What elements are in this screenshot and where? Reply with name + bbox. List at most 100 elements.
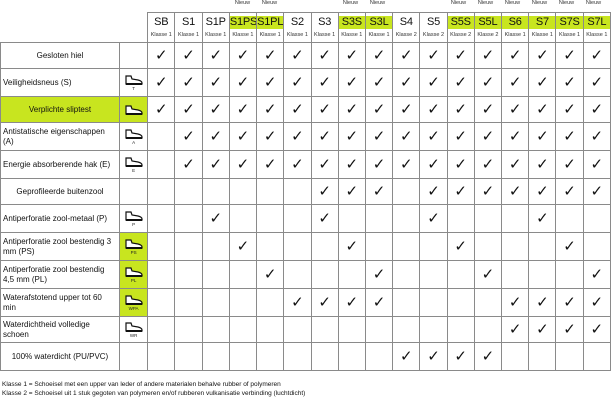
check-mark: ✓ (446, 150, 475, 179)
row-icon-cell (118, 96, 149, 123)
table-row: 100% waterdicht (PU/PVC)✓✓✓✓ (0, 342, 612, 371)
empty-cell (310, 316, 339, 343)
check-mark: ✓ (228, 232, 258, 261)
check-mark: ✓ (310, 288, 339, 317)
table-row: Antiperforatie zool bestendig 3 mm (PS)P… (0, 232, 612, 261)
check-mark: ✓ (337, 122, 366, 151)
empty-cell (528, 260, 557, 289)
klasse-label: Klasse 1 (586, 32, 608, 38)
check-mark: ✓ (174, 122, 203, 151)
check-mark: ✓ (419, 204, 448, 233)
check-mark: ✓ (501, 42, 530, 69)
check-mark: ✓ (310, 68, 339, 97)
check-mark: ✓ (501, 96, 530, 123)
check-mark: ✓ (201, 150, 230, 179)
waterproof-shoe-icon (124, 322, 143, 332)
empty-cell (337, 342, 366, 371)
standard-name: S3L (366, 16, 392, 29)
perforation-pl-shoe-icon (124, 267, 143, 277)
standard-name: S7S (556, 16, 583, 29)
check-mark: ✓ (419, 150, 448, 179)
empty-cell (446, 260, 475, 289)
standard-name: S2 (290, 16, 304, 28)
row-label: Antiperforatie zool-metaal (P) (0, 204, 120, 233)
check-mark: ✓ (419, 178, 448, 205)
standard-name: S6 (502, 16, 528, 29)
empty-cell (419, 316, 448, 343)
empty-cell (555, 204, 584, 233)
table-row: Gesloten hiel✓✓✓✓✓✓✓✓✓✓✓✓✓✓✓✓✓ (0, 42, 612, 69)
empty-cell (256, 288, 285, 317)
klasse-label: Klasse 1 (150, 32, 172, 38)
check-mark: ✓ (392, 96, 421, 123)
empty-cell (446, 316, 475, 343)
new-label: Nieuw (342, 0, 359, 6)
standard-name: S3S (339, 16, 365, 29)
empty-cell (283, 178, 312, 205)
row-label: Verplichte sliptest (0, 96, 120, 123)
row-label: Gesloten hiel (0, 42, 120, 69)
footnote-klasse-2: Klasse 2 = Schoeisel uit 1 stuk gegoten … (2, 390, 306, 397)
check-mark: ✓ (283, 42, 312, 69)
standard-name: S1P (205, 16, 226, 28)
klasse-label: Klasse 1 (259, 32, 281, 38)
perforation-metal-shoe-icon (124, 211, 143, 221)
check-mark: ✓ (473, 342, 503, 371)
check-mark: ✓ (310, 178, 339, 205)
check-mark: ✓ (392, 42, 421, 69)
check-mark: ✓ (582, 68, 612, 97)
check-mark: ✓ (501, 68, 530, 97)
empty-cell (201, 316, 230, 343)
empty-cell (174, 288, 203, 317)
empty-cell (392, 204, 421, 233)
empty-cell (147, 204, 176, 233)
check-mark: ✓ (364, 68, 394, 97)
table-row: Geprofileerde buitenzool✓✓✓✓✓✓✓✓✓✓ (0, 178, 612, 205)
check-mark: ✓ (201, 96, 230, 123)
klasse-label: Klasse 1 (314, 32, 336, 38)
icon-code: WR (129, 333, 138, 338)
empty-cell (392, 178, 421, 205)
empty-cell (419, 232, 448, 261)
empty-cell (446, 288, 475, 317)
header-blank (1, 13, 120, 43)
check-mark: ✓ (228, 96, 258, 123)
new-label: Nieuw (477, 0, 494, 6)
check-mark: ✓ (446, 42, 475, 69)
check-mark: ✓ (473, 260, 503, 289)
row-icon-cell (118, 42, 149, 69)
row-icon-cell: P (118, 204, 149, 233)
footnote-klasse-1: Klasse 1 = Schoeisel met een upper van l… (2, 381, 281, 388)
empty-cell (174, 316, 203, 343)
empty-cell (174, 178, 203, 205)
check-mark: ✓ (555, 68, 584, 97)
new-label: Nieuw (234, 0, 251, 6)
standard-name: S4 (399, 16, 413, 28)
check-mark: ✓ (174, 96, 203, 123)
check-mark: ✓ (310, 122, 339, 151)
row-label: 100% waterdicht (PU/PVC) (0, 342, 120, 371)
check-mark: ✓ (446, 68, 475, 97)
check-mark: ✓ (419, 96, 448, 123)
new-label: Nieuw (261, 0, 278, 6)
empty-cell (555, 342, 584, 371)
icon-code: PS (130, 250, 137, 255)
check-mark: ✓ (501, 178, 530, 205)
row-icon-cell: A (118, 122, 149, 151)
check-mark: ✓ (501, 288, 530, 317)
check-mark: ✓ (364, 42, 394, 69)
row-label: Veiligheidsneus (S) (0, 68, 120, 97)
row-icon-cell: E (118, 150, 149, 179)
check-mark: ✓ (555, 316, 584, 343)
check-mark: ✓ (419, 42, 448, 69)
empty-cell (256, 342, 285, 371)
